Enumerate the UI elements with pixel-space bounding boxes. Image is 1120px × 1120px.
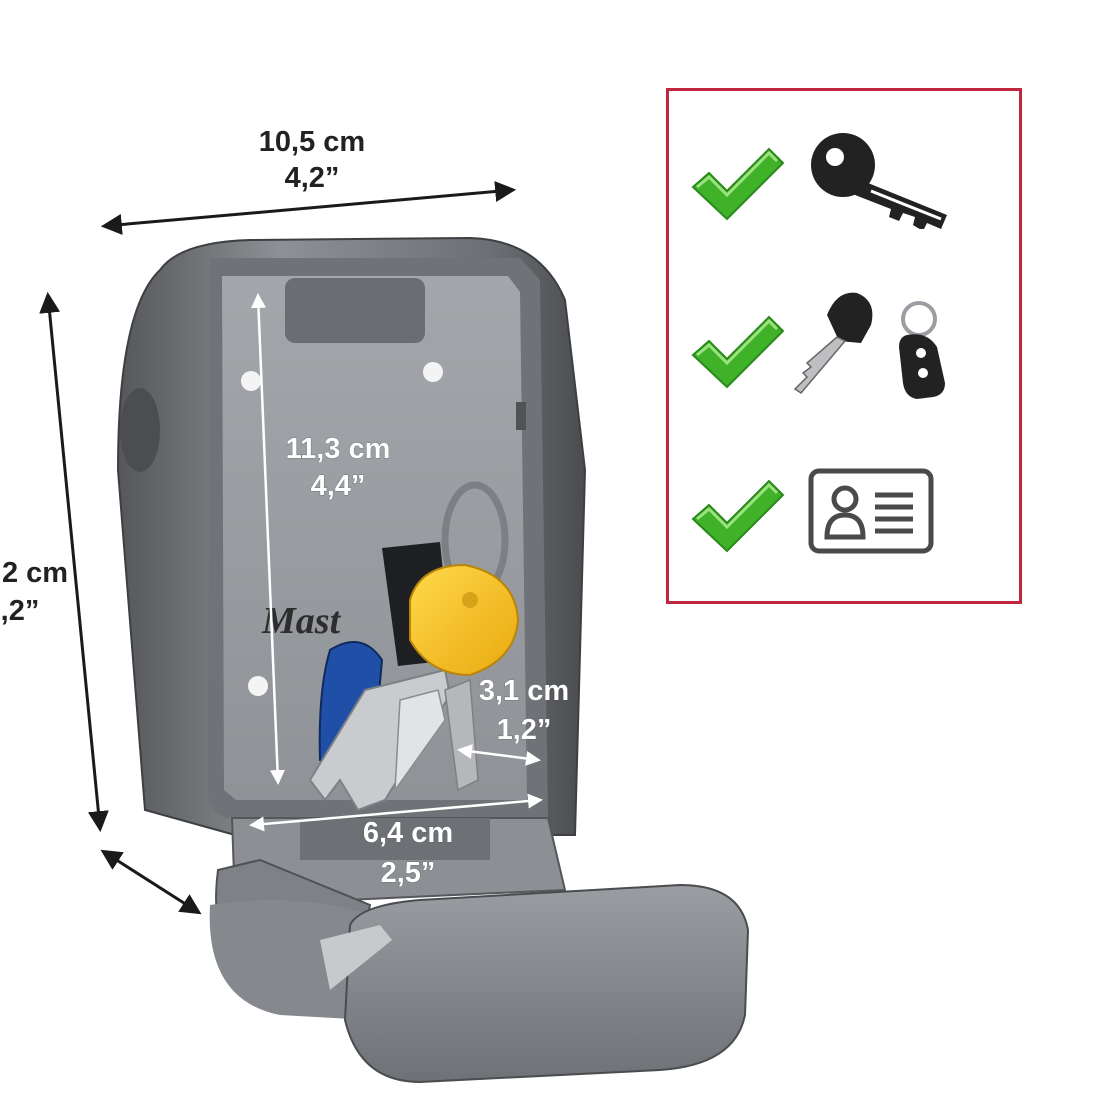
mount-hole bbox=[423, 362, 443, 382]
green-check-icon bbox=[691, 479, 785, 553]
id-card-icon bbox=[808, 468, 934, 554]
height-metric-label: 2 cm bbox=[2, 557, 68, 589]
keys-illustration bbox=[308, 481, 520, 812]
compatibility-panel bbox=[666, 88, 1022, 604]
latch-tab bbox=[285, 278, 425, 343]
side-button bbox=[120, 388, 160, 472]
car-key-fob-icon bbox=[793, 292, 945, 399]
inner-width-arrow bbox=[249, 793, 543, 832]
width-metric-label: 10,5 cm bbox=[259, 126, 365, 158]
slot-depth-arrow bbox=[457, 744, 541, 766]
slot-depth-metric-label: 3,1 cm bbox=[479, 675, 569, 707]
dimension-labels: 10,5 cm 4,2” 2 cm ,2” 11,3 cm 4,4” 3,1 c… bbox=[1, 126, 570, 889]
mount-hole bbox=[248, 676, 268, 696]
compat-row-car-key bbox=[687, 287, 1007, 407]
mount-hole bbox=[241, 371, 261, 391]
compat-row-key bbox=[687, 129, 1007, 249]
slot-depth-imperial-label: 1,2” bbox=[497, 714, 552, 746]
green-check-icon bbox=[691, 147, 785, 221]
inner-height-imperial-label: 4,4” bbox=[311, 470, 366, 502]
depth-arrow bbox=[100, 849, 202, 915]
inner-width-metric-label: 6,4 cm bbox=[363, 817, 453, 849]
compat-row-id-card bbox=[687, 457, 1007, 577]
width-imperial-label: 4,2” bbox=[285, 162, 340, 194]
inner-width-imperial-label: 2,5” bbox=[381, 857, 436, 889]
width-arrow bbox=[100, 181, 517, 235]
lockbox-lid bbox=[209, 817, 750, 1084]
house-key-icon bbox=[811, 133, 947, 229]
lockbox-body: Mast bbox=[116, 236, 587, 836]
inner-height-arrow bbox=[250, 293, 286, 785]
height-arrow bbox=[39, 291, 109, 833]
height-imperial-label: ,2” bbox=[1, 595, 40, 627]
dimension-arrows bbox=[39, 181, 543, 915]
green-check-icon bbox=[691, 315, 785, 389]
inner-height-metric-label: 11,3 cm bbox=[286, 433, 391, 465]
